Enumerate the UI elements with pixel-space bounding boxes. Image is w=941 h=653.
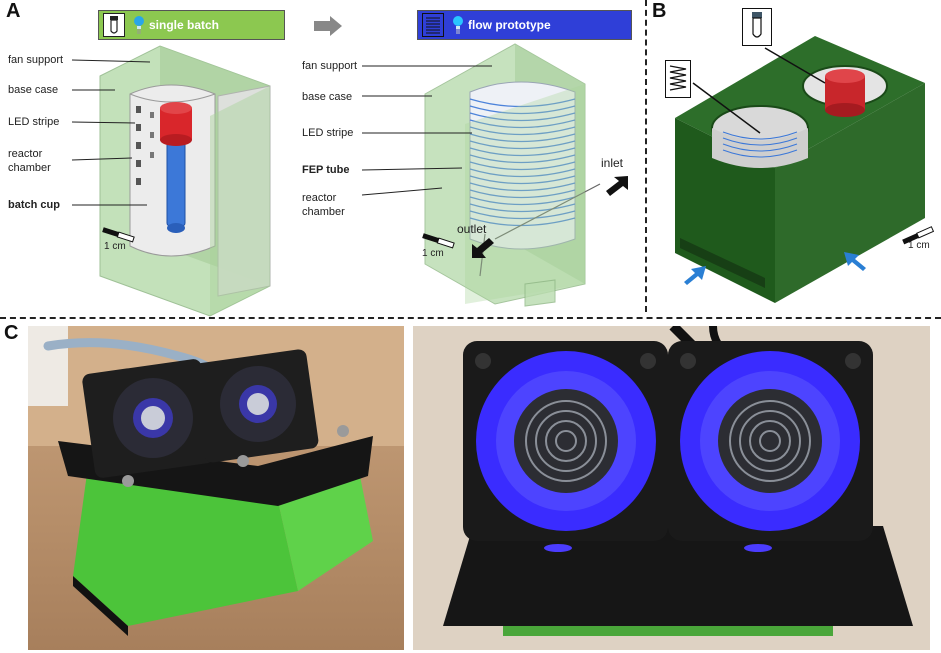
- label-inlet: inlet: [601, 156, 624, 170]
- scale-label-a-mid: 1 cm: [422, 248, 444, 259]
- banner-flow-prototype-label: flow prototype: [468, 18, 551, 32]
- inlet-arrow-icon: [684, 266, 706, 285]
- scale-bar-a-left: [102, 227, 135, 243]
- divider-horizontal: [0, 317, 941, 319]
- label-led-stripe: LED stripe: [8, 116, 60, 128]
- banner-single-batch: single batch: [98, 10, 285, 40]
- label-reactor: reactor: [8, 148, 43, 160]
- cup-icon: [742, 8, 772, 46]
- panel-label-a: A: [6, 0, 21, 22]
- arrow-right-icon: [314, 16, 342, 36]
- led-bulb-icon: [452, 13, 464, 37]
- flow-reactor-render: [424, 43, 601, 307]
- dual-reactor-render: [675, 36, 925, 303]
- panel-label-c: C: [4, 322, 19, 344]
- coil-icon: [665, 60, 691, 98]
- scale-bar-b: [902, 226, 935, 245]
- coil-icon: [422, 13, 444, 37]
- divider-vertical: [645, 0, 647, 312]
- label-outlet: outlet: [457, 222, 487, 236]
- label-fan-support: fan support: [8, 54, 64, 66]
- photo-batch-device: [28, 326, 404, 650]
- label-base-case-flow: base case: [302, 91, 353, 103]
- label-batch-cup: batch cup: [8, 199, 60, 211]
- banner-single-batch-label: single batch: [149, 18, 220, 32]
- scale-bar-a-mid: [422, 233, 455, 249]
- outlet-arrow-icon: [844, 252, 866, 271]
- flow-leader-lines: [361, 65, 492, 196]
- banner-flow-prototype: flow prototype: [417, 10, 632, 40]
- led-bulb-icon: [133, 13, 145, 37]
- inlet-arrow-icon: [606, 176, 628, 196]
- batch-leader-lines: [71, 59, 151, 206]
- cup-icon: [103, 13, 125, 37]
- label-chamber: chamber: [8, 162, 51, 174]
- label-led-stripe-flow: LED stripe: [302, 127, 354, 139]
- label-reactor-flow: reactor: [302, 192, 337, 204]
- label-chamber-flow: chamber: [302, 206, 345, 218]
- label-base-case: base case: [8, 84, 59, 96]
- batch-reactor-render: [99, 45, 271, 317]
- scale-label-a-left: 1 cm: [104, 241, 126, 252]
- outlet-arrow-icon: [472, 238, 494, 258]
- label-fep-tube: FEP tube: [302, 164, 350, 176]
- scale-label-b: 1 cm: [908, 240, 930, 251]
- label-fan-support-flow: fan support: [302, 60, 358, 72]
- panel-label-b: B: [652, 0, 667, 22]
- photo-flow-device: [413, 326, 930, 650]
